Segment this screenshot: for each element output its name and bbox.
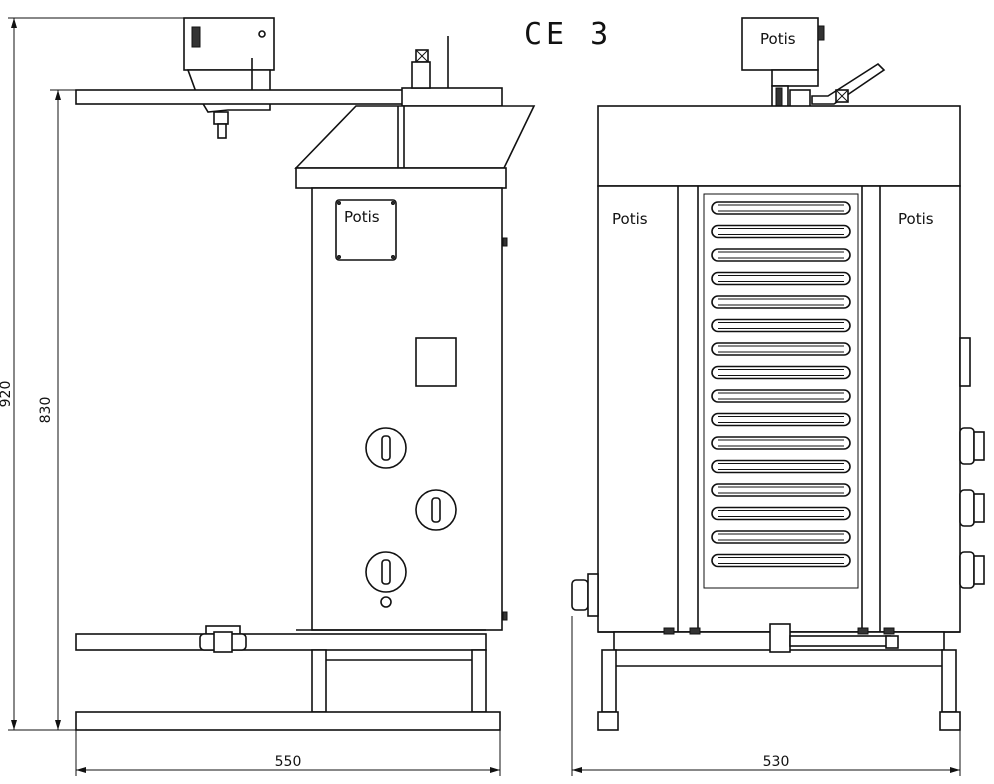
side-knob-2 — [415, 489, 457, 531]
side-knob-1 — [365, 427, 407, 469]
side-hood — [294, 36, 536, 189]
burner-frame — [703, 193, 859, 589]
dim-total-height: 920 — [0, 381, 14, 408]
dim-side-width: 550 — [275, 754, 302, 770]
side-base-frame — [75, 625, 501, 731]
side-brand-label: Potis — [344, 208, 380, 226]
front-hood — [597, 105, 961, 187]
side-dimensions: 920 830 550 — [0, 17, 501, 776]
front-body: Potis Potis — [571, 185, 985, 633]
front-top-brand-label: Potis — [760, 30, 796, 48]
side-top-rod — [75, 89, 407, 105]
front-right-brand-label: Potis — [898, 210, 934, 228]
front-view: Potis Potis Potis — [571, 17, 985, 776]
model-title: CE 3 — [524, 17, 612, 52]
side-body: Potis — [311, 187, 508, 631]
side-pilot-light — [380, 596, 392, 608]
side-logo-plate — [335, 199, 397, 261]
front-dimensions: 530 — [571, 616, 961, 776]
front-left-brand-label: Potis — [612, 210, 648, 228]
side-view: Potis — [0, 17, 536, 776]
dim-front-width: 530 — [763, 754, 790, 770]
burner-coil — [711, 201, 851, 568]
side-control-box — [183, 17, 277, 139]
dim-body-height: 830 — [38, 397, 54, 424]
side-knob-3 — [365, 551, 407, 593]
burner-element — [703, 193, 859, 589]
burner-coil-inner — [718, 204, 844, 564]
side-ignition-window — [415, 337, 457, 387]
front-base-frame — [597, 623, 961, 731]
